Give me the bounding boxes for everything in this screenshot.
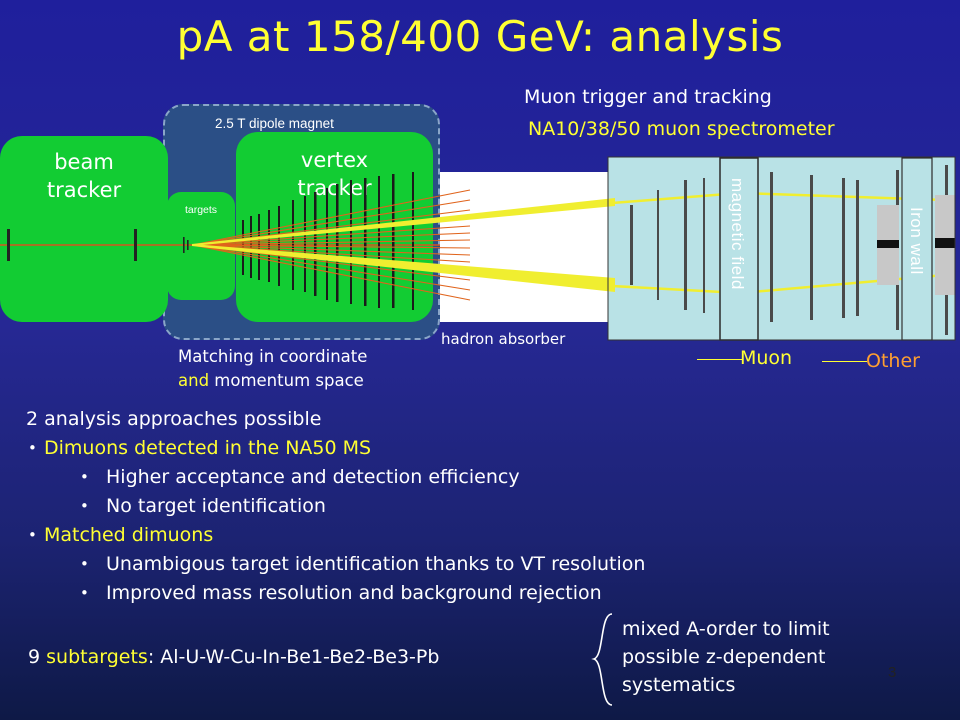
legend-other-label: Other: [866, 350, 920, 372]
vertex-tracker-label-line1: vertex: [300, 148, 369, 172]
hadron-absorber-label: hadron absorber: [441, 330, 566, 348]
approach-2-point-2: Improved mass resolution and background …: [26, 579, 926, 608]
beam-tracker: beam tracker: [0, 136, 168, 322]
subtargets-count: 9: [28, 646, 41, 668]
magnet-label: 2.5 T dipole magnet: [215, 116, 334, 131]
matching-label: Matching in coordinate and momentum spac…: [178, 345, 367, 393]
spectrometer-outline: [607, 156, 956, 341]
approach-1-point-2: No target identification: [26, 492, 926, 521]
muon-trigger-label: Muon trigger and tracking: [524, 86, 772, 108]
subtargets-word: subtargets: [46, 646, 148, 668]
page-number: 3: [888, 664, 897, 681]
targets-label: targets: [184, 204, 218, 216]
magnetic-field-label: magnetic field: [728, 178, 747, 290]
trigger-hodoscopes: [877, 195, 955, 295]
intro-text: 2 analysis approaches possible: [26, 408, 322, 430]
spectrometer-chambers: [630, 165, 948, 335]
legend-other-line: [822, 361, 867, 362]
iron-wall-label: Iron wall: [907, 207, 926, 275]
iron-wall: [901, 157, 933, 341]
approach-2: Matched dimuons: [26, 521, 926, 550]
beam-tracker-plane: [134, 229, 137, 261]
subtargets-note: mixed A-order to limit possible z-depend…: [622, 615, 830, 699]
subtargets-list: : Al-U-W-Cu-In-Be1-Be2-Be3-Pb: [147, 646, 440, 668]
analysis-approaches: 2 analysis approaches possible Dimuons d…: [26, 405, 926, 608]
subtargets-note-line3: systematics: [622, 674, 736, 696]
beam-tracker-label-line2: tracker: [46, 178, 122, 202]
beam-tracker-label-line1: beam: [54, 150, 114, 174]
spectrometer-label: NA10/38/50 muon spectrometer: [528, 118, 835, 140]
subtargets-note-line1: mixed A-order to limit: [622, 618, 830, 640]
target-foils: [183, 237, 189, 253]
matching-and: and: [178, 371, 210, 390]
beam-tracker-plane: [7, 229, 10, 261]
matching-rest: momentum space: [209, 371, 364, 390]
curly-brace: [591, 613, 613, 706]
muon-tracks: [192, 198, 615, 292]
legend-muon-label: Muon: [740, 347, 793, 369]
approach-1-point-1: Higher acceptance and detection efficien…: [26, 463, 926, 492]
matching-line2: and momentum space: [178, 369, 367, 393]
hadron-absorber: [440, 172, 608, 322]
magnetic-field-region: [719, 157, 759, 341]
legend-muon-line: [697, 359, 742, 360]
subtargets-line: 9 subtargets: Al-U-W-Cu-In-Be1-Be2-Be3-P…: [28, 646, 439, 668]
matching-line1: Matching in coordinate: [178, 347, 368, 366]
vertex-tracker-label-line2: tracker: [297, 176, 372, 200]
subtargets-note-line2: possible z-dependent: [622, 646, 826, 668]
approach-2-point-1: Unambigous target identification thanks …: [26, 550, 926, 579]
approach-1: Dimuons detected in the NA50 MS: [26, 434, 926, 463]
slide-title: pA at 158/400 GeV: analysis: [176, 12, 784, 61]
